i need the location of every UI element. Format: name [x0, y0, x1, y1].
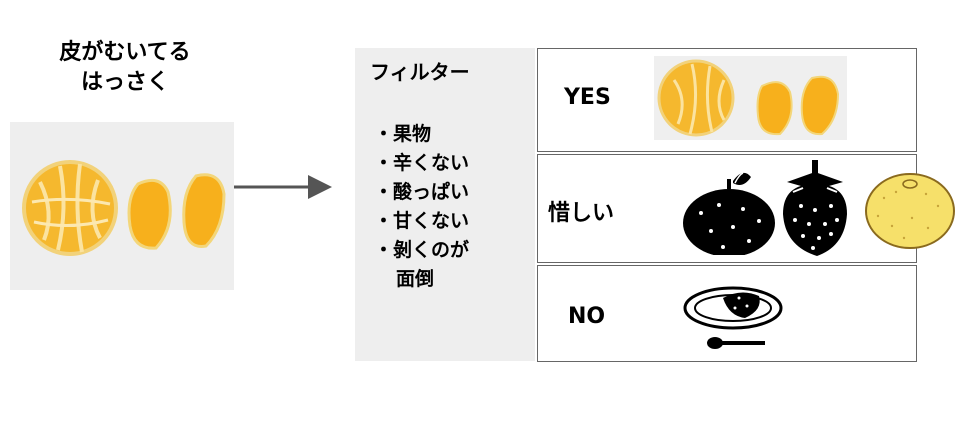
- filter-criterion: ・果物: [374, 120, 469, 149]
- filter-criterion: ・甘くない: [374, 207, 469, 236]
- peeled-hassaku-photo-small: [654, 56, 847, 140]
- filter-criterion: 面倒: [374, 265, 469, 294]
- filter-criteria-list: ・果物 ・辛くない ・酸っぱい ・甘くない ・剝くのが 面倒: [374, 120, 469, 294]
- strawberry-icon: [781, 158, 851, 258]
- input-title: 皮がむいてる はっさく: [20, 38, 230, 98]
- spoon-icon: [707, 337, 723, 349]
- peeled-hassaku-photo: [10, 122, 234, 290]
- arrow-right-icon: [234, 172, 334, 202]
- result-label-almost: 惜しい: [548, 195, 614, 227]
- curry-plate-icon: [683, 284, 783, 354]
- result-label-no: NO: [568, 304, 605, 329]
- filter-criterion: ・酸っぱい: [374, 178, 469, 207]
- hassaku-icon: [864, 172, 956, 250]
- filter-title: フィルター: [370, 58, 470, 86]
- filter-criterion: ・辛くない: [374, 149, 469, 178]
- result-label-yes: YES: [564, 85, 611, 110]
- filter-criterion: ・剝くのが: [374, 236, 469, 265]
- tangerine-icon: [683, 165, 778, 255]
